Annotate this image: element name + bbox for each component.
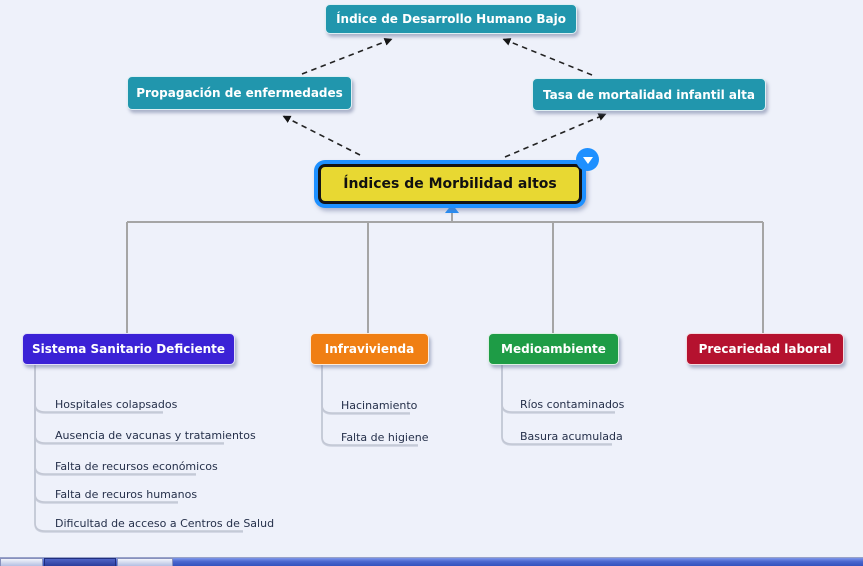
- subtopic-hacinamiento[interactable]: Hacinamiento: [341, 399, 418, 412]
- taskbar-button-3[interactable]: [117, 558, 173, 566]
- taskbar-button-2[interactable]: [44, 558, 116, 566]
- node-sistema-sanitario[interactable]: Sistema Sanitario Deficiente: [22, 333, 235, 365]
- subtopic-ausencia-vacunas[interactable]: Ausencia de vacunas y tratamientos: [55, 429, 256, 442]
- node-propagacion-enfermedades[interactable]: Propagación de enfermedades: [127, 76, 352, 110]
- node-medioambiente[interactable]: Medioambiente: [488, 333, 619, 365]
- causal-arrows: [282, 37, 607, 158]
- subtopic-rios-contaminados[interactable]: Ríos contaminados: [520, 398, 625, 411]
- node-tasa-mortalidad-infantil[interactable]: Tasa de mortalidad infantil alta: [532, 78, 766, 111]
- node-indice-desarrollo-humano[interactable]: Índice de Desarrollo Humano Bajo: [325, 4, 577, 34]
- subtopic-hospitales-colapsados[interactable]: Hospitales colapsados: [55, 398, 178, 411]
- node-indices-morbilidad-selected[interactable]: Índices de Morbilidad altos: [314, 160, 586, 208]
- branch-anchor-notch: [445, 204, 459, 213]
- node-menu-handle[interactable]: [576, 148, 599, 171]
- branch-lines: [34, 363, 615, 532]
- subtopic-falta-recursos-humanos[interactable]: Falta de recuros humanos: [55, 488, 198, 501]
- taskbar-button-1[interactable]: [0, 558, 43, 566]
- subtopic-basura-acumulada[interactable]: Basura acumulada: [520, 430, 623, 443]
- node-infravivienda[interactable]: Infravivienda: [310, 333, 429, 365]
- taskbar: [0, 557, 863, 566]
- subtopic-falta-recursos-economicos[interactable]: Falta de recursos económicos: [55, 460, 218, 473]
- subtopic-falta-higiene[interactable]: Falta de higiene: [341, 431, 429, 444]
- node-precariedad-laboral[interactable]: Precariedad laboral: [686, 333, 844, 365]
- tree-connectors: [126, 208, 764, 333]
- node-indices-morbilidad-label: Índices de Morbilidad altos: [318, 164, 582, 204]
- chevron-down-icon: [582, 157, 593, 164]
- subtopic-dificultad-acceso[interactable]: Dificultad de acceso a Centros de Salud: [55, 517, 275, 530]
